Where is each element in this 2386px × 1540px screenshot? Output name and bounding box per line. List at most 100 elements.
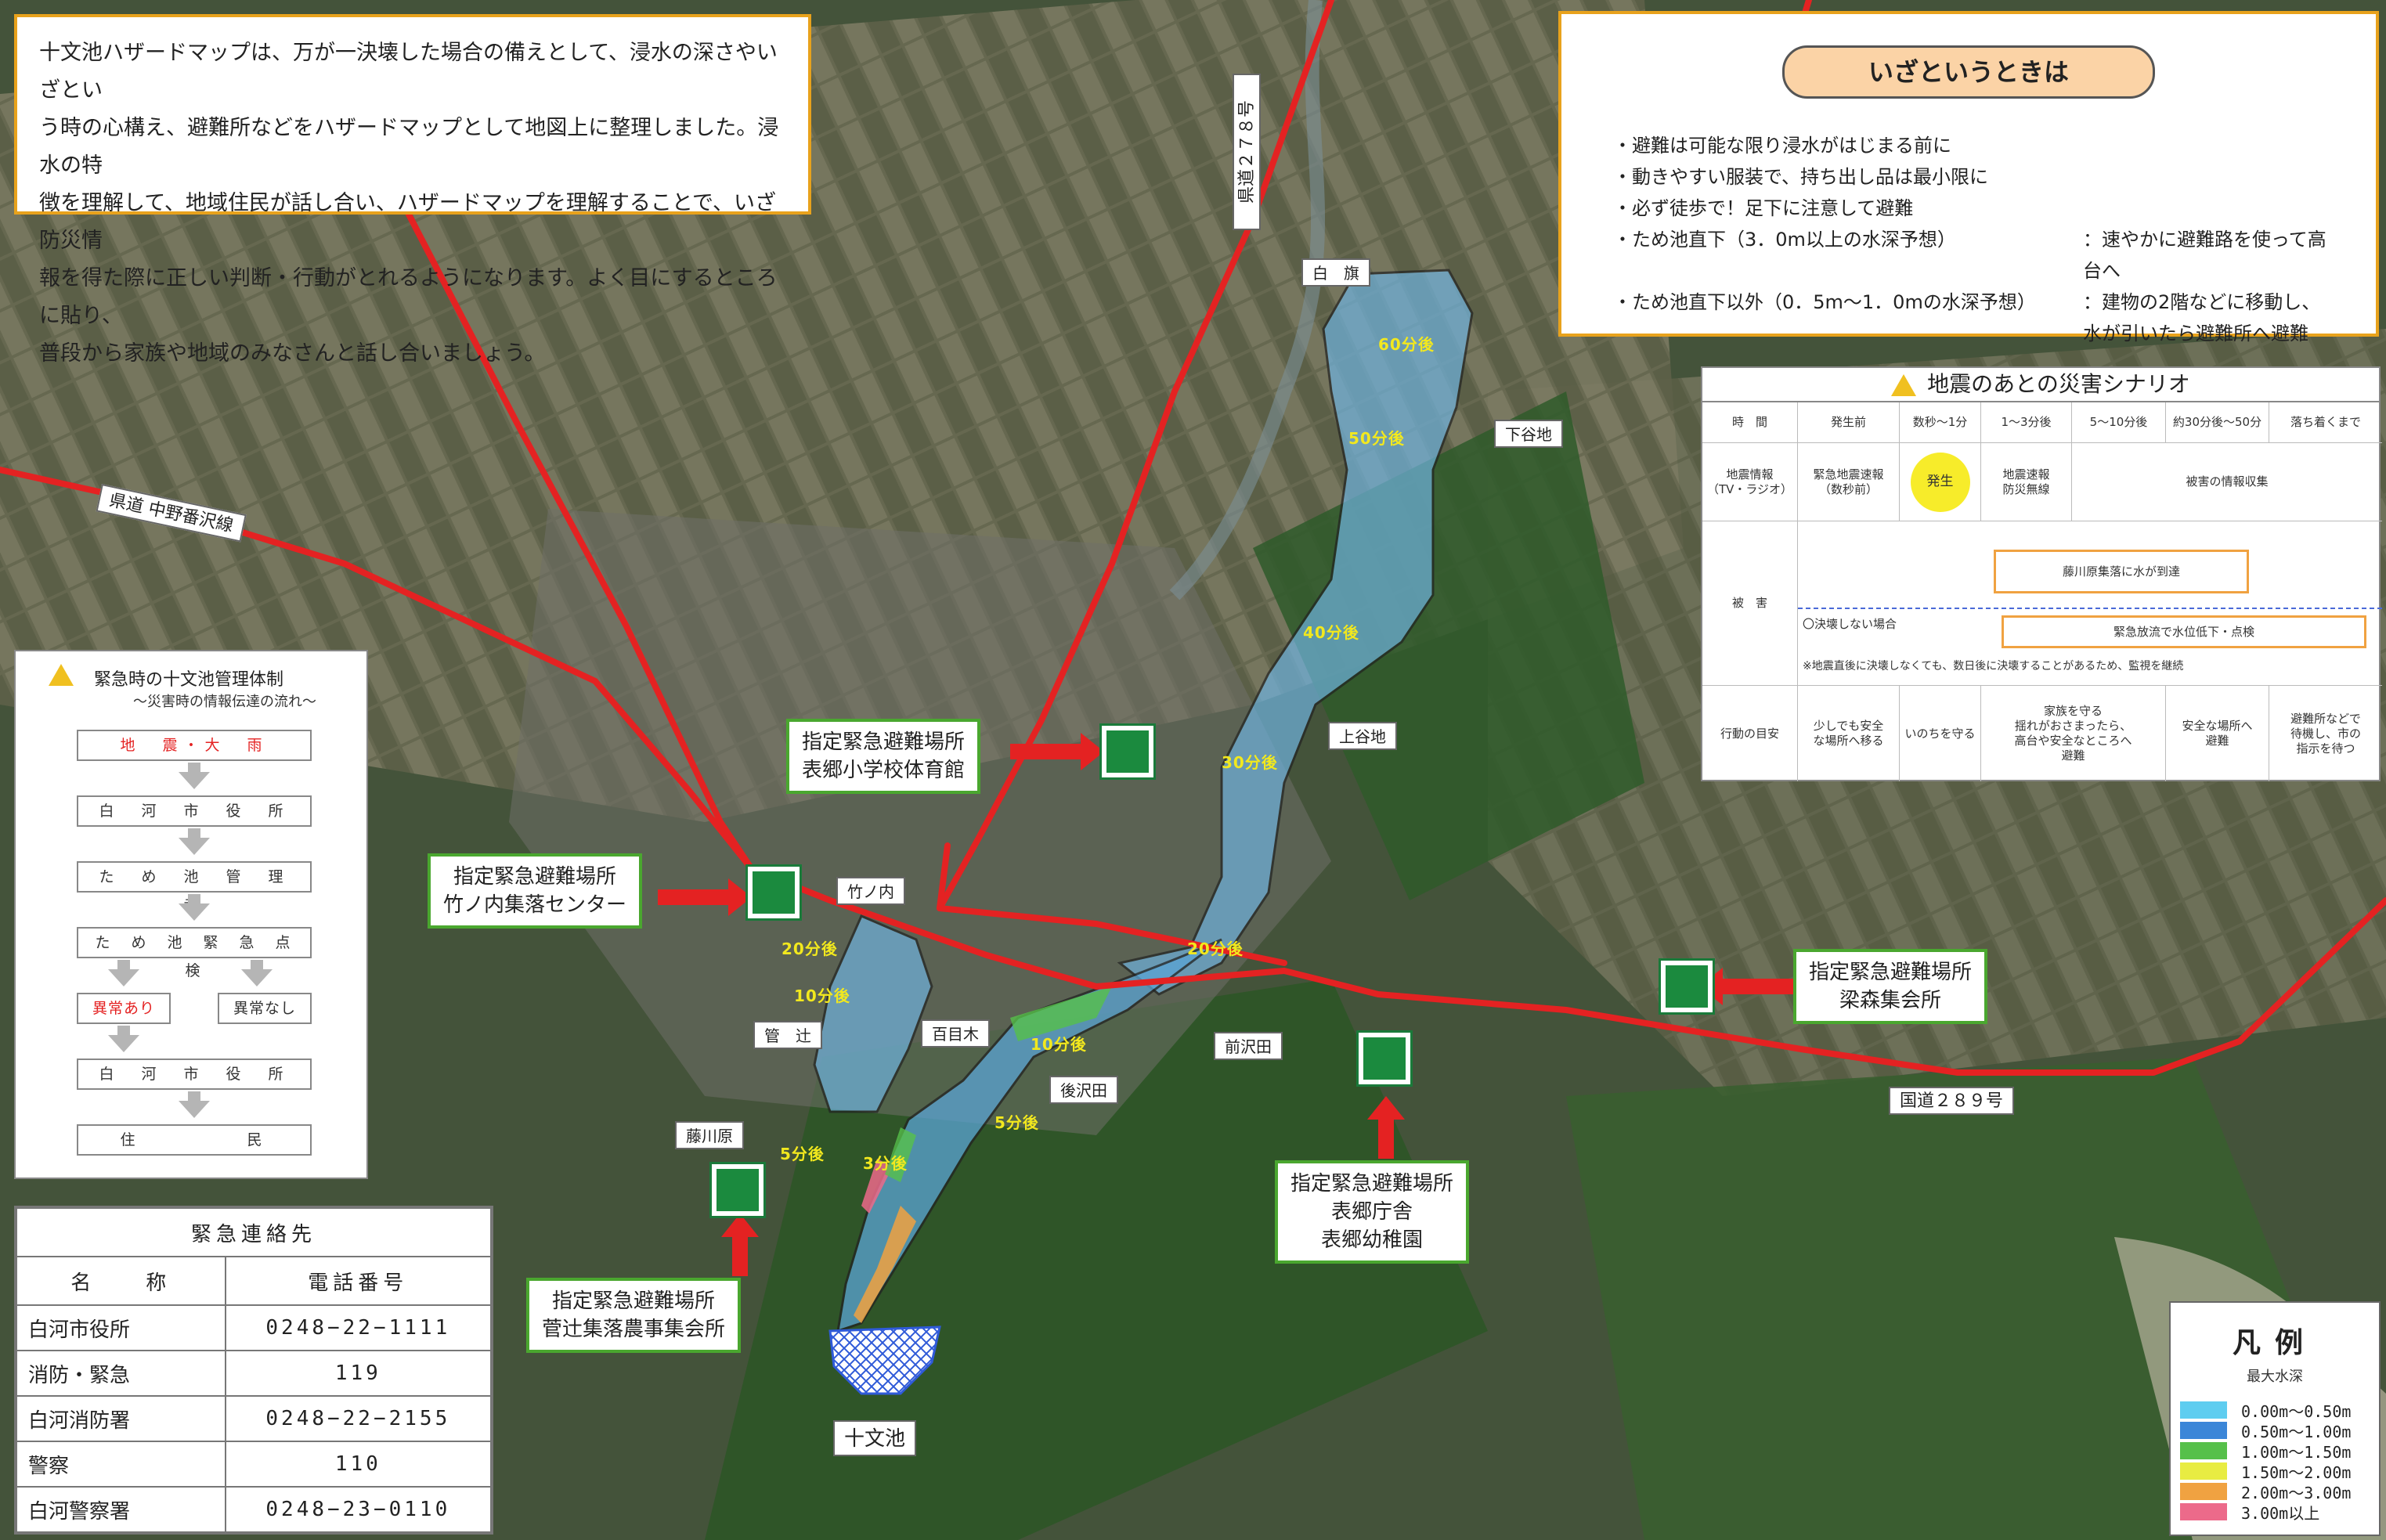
legend-swatch	[2180, 1401, 2227, 1419]
header-cell: 1～3分後	[1981, 402, 2072, 443]
action-cell: 少しでも安全 な場所へ移る	[1798, 686, 1900, 781]
management-flow-subtitle: ～災害時の情報伝達の流れ～	[133, 694, 316, 710]
arrival-time-label: 10分後	[794, 986, 850, 1005]
place-label-kantsuji: 管 辻	[753, 1021, 822, 1049]
damage-area: 藤川原集落に水が到達 〇決壊しない場合 緊急放流で水位低下・点検 ※地震直後に決…	[1798, 521, 2382, 686]
contact-tel[interactable]: 110	[224, 1441, 493, 1488]
flow-arrow	[188, 828, 200, 839]
legend-item: 1.50m～2.00m	[2180, 1461, 2379, 1482]
arrival-time-label: 10分後	[1031, 1035, 1087, 1054]
flow-normal: 異常なし	[218, 993, 312, 1024]
arrival-time-label: 50分後	[1348, 429, 1405, 448]
damage-reach-box: 藤川原集落に水が到達	[1994, 550, 2249, 593]
shelter-omotego-office[interactable]: 指定緊急避難場所 表郷庁舎 表郷幼稚園	[1275, 1160, 1470, 1264]
info-cell: 緊急地震速報 （数秒前）	[1798, 443, 1900, 521]
flow-arrow	[188, 1091, 200, 1102]
place-label-takenouchi: 竹ノ内	[836, 877, 905, 905]
info-cell-occurrence: 発生	[1900, 443, 1981, 521]
warning-icon	[1891, 374, 1917, 396]
flow-step-residents: 住 民	[77, 1124, 312, 1156]
evacuation-exit-icon[interactable]	[1099, 723, 1156, 780]
legend-title: 凡例	[2232, 1327, 2317, 1359]
reservoir	[828, 1325, 941, 1395]
occurrence-badge: 発生	[1910, 452, 1970, 512]
info-label: 地震情報 （TV・ラジオ）	[1702, 443, 1798, 521]
flow-arrow	[188, 763, 200, 774]
legend-item: 0.50m～1.00m	[2180, 1420, 2379, 1441]
divider	[1798, 608, 2382, 609]
scenario-grid: 時 間 発生前 数秒～1分 1～3分後 5～10分後 約30分後～50分 落ち着…	[1702, 402, 2382, 781]
guidance-detail	[2083, 193, 2337, 224]
action-cell: 家族を守る 揺れがおさまったら、 高台や安全なところへ 避難	[1981, 686, 2166, 781]
list-item: ・避難は可能な限り浸水がはじまる前に	[1613, 130, 2337, 161]
flow-arrow	[179, 772, 210, 789]
flow-arrow	[241, 969, 273, 986]
arrival-time-label: 20分後	[781, 940, 838, 958]
scenario-note: ※地震直後に決壊しなくても、数日後に決壊することがあるため、監視を継続	[1803, 660, 2184, 673]
shelter-arrows	[658, 733, 1793, 1276]
flow-arrow	[179, 838, 210, 855]
arrival-time-label: 40分後	[1303, 623, 1359, 642]
list-item: ・必ず徒歩で！足下に注意して避難	[1613, 193, 2337, 224]
legend-label: 3.00m以上	[2241, 1503, 2320, 1523]
guidance-text: ・避難は可能な限り浸水がはじまる前に	[1613, 135, 1951, 157]
intro-line: 十文池ハザードマップは、万が一決壊した場合の備えとして、浸水の深さやいざとい	[39, 41, 778, 103]
contact-name: 消防・緊急	[16, 1350, 226, 1397]
flow-arrow	[188, 894, 200, 905]
flood-zone	[813, 269, 1474, 1333]
road-label-278: 県道２７８号	[1233, 74, 1261, 230]
flow-step-city-office-2: 白 河 市 役 所	[77, 1059, 312, 1090]
legend-label: 0.00m～0.50m	[2241, 1401, 2352, 1421]
guidance-text: ・ため池直下以外（0．5m～1．0mの水深予想）	[1613, 291, 2036, 313]
list-item: ・ため池直下以外（0．5m～1．0mの水深予想） ：建物の2階などに移動し、 水が…	[1613, 287, 2337, 349]
info-cell: 被害の情報収集	[2072, 443, 2382, 521]
shelter-takenouchi[interactable]: 指定緊急避難場所 竹ノ内集落センター	[428, 853, 643, 929]
evacuation-exit-icon[interactable]	[709, 1162, 766, 1218]
legend-subtitle: 最大水深	[2247, 1369, 2303, 1385]
warning-icon	[49, 664, 74, 686]
contact-tel[interactable]: 119	[224, 1350, 493, 1397]
legend-item: 2.00m～3.00m	[2180, 1481, 2379, 1502]
header-cell: 発生前	[1798, 402, 1900, 443]
guidance-text: ・ため池直下（3．0m以上の水深予想）	[1613, 229, 1956, 251]
action-cell: いのちを守る	[1900, 686, 1981, 781]
legend-item: 0.00m～0.50m	[2180, 1400, 2379, 1421]
flow-arrow	[108, 969, 139, 986]
emergency-guidance-box: いざというときは ・避難は可能な限り浸水がはじまる前に ・動きやすい服装で、持ち…	[1558, 11, 2379, 344]
flow-step-manager: た め 池 管 理 者	[77, 861, 312, 914]
arrival-time-label: 60分後	[1378, 335, 1435, 354]
management-flow-box: 緊急時の十文池管理体制 ～災害時の情報伝達の流れ～ 地 震・大 雨 白 河 市 …	[14, 650, 368, 1179]
arrival-time-label: 30分後	[1222, 753, 1278, 772]
evacuation-exit-icon[interactable]	[1356, 1030, 1413, 1087]
flow-arrow	[179, 1101, 210, 1118]
legend-swatch	[2180, 1503, 2227, 1520]
list-item: ・ため池直下（3．0m以上の水深予想）：速やかに避難路を使って高台へ	[1613, 224, 2337, 287]
contact-name: 白河警察署	[16, 1486, 226, 1533]
guidance-detail: ：建物の2階などに移動し、 水が引いたら避難所へ避難	[2083, 291, 2321, 344]
arrival-time-label: 5分後	[780, 1145, 825, 1163]
legend-swatch	[2180, 1442, 2227, 1459]
contact-tel[interactable]: 0248−23−0110	[224, 1486, 493, 1533]
contact-tel[interactable]: 0248−22−2155	[224, 1395, 493, 1442]
header-cell: 時 間	[1702, 402, 1798, 443]
contact-tel[interactable]: 0248−22−1111	[224, 1304, 493, 1351]
place-label-hyakume: 百目木	[921, 1019, 990, 1048]
shelter-omotego-school[interactable]: 指定緊急避難場所 表郷小学校体育館	[786, 719, 981, 794]
arrival-time-label: 3分後	[863, 1154, 908, 1173]
no-break-label: 〇決壊しない場合	[1803, 617, 1897, 631]
contact-name: 警察	[16, 1441, 226, 1488]
scenario-title: 地震のあとの災害シナリオ	[1702, 368, 2379, 402]
contact-name: 白河消防署	[16, 1395, 226, 1442]
header-cell: 数秒～1分	[1900, 402, 1981, 443]
flow-arrow	[117, 960, 130, 971]
flow-abnormal: 異常あり	[77, 993, 171, 1024]
shelter-kantsuji[interactable]: 指定緊急避難場所 菅辻集落農事集会所	[526, 1278, 742, 1353]
evacuation-exit-icon[interactable]	[745, 864, 802, 921]
shelter-ryomori[interactable]: 指定緊急避難場所 梁森集会所	[1793, 949, 1988, 1024]
arrival-time-label: 20分後	[1187, 940, 1244, 958]
evacuation-exit-icon[interactable]	[1659, 958, 1715, 1015]
scenario-title-text: 地震のあとの災害シナリオ	[1927, 371, 2190, 397]
